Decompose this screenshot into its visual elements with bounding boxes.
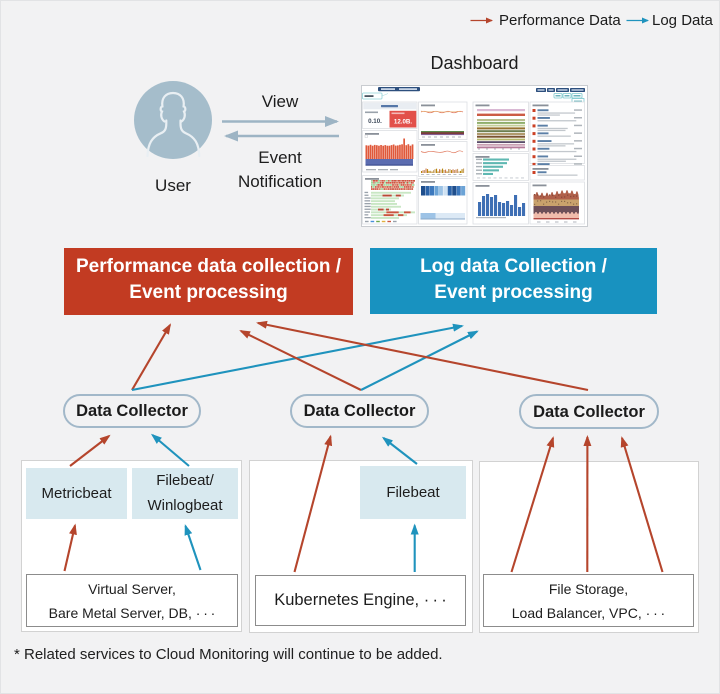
svg-text:0.10.: 0.10. [368, 118, 382, 125]
svg-text:12.0B.: 12.0B. [394, 119, 413, 126]
